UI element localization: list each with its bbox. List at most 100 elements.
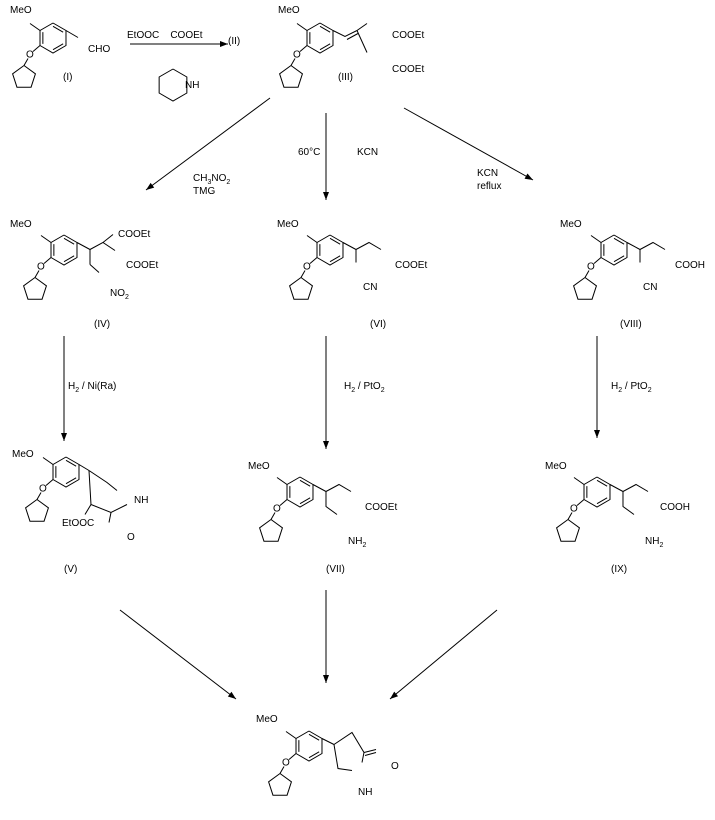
cmpd-product-oxo-double [364,752,377,756]
cmpd-product-aromatic-bond [308,751,320,759]
cmpd-IX-ether-bond [576,499,585,506]
reagent-to-VIII-reflux: reflux [477,181,501,192]
cmpd-IX-aromatic-bond [596,497,608,505]
cmpd-VI-aromatic-bond [329,255,341,263]
reagent-malonate: EtOOC COOEt [127,30,203,41]
cmpd-VIII-ether-o: O [587,262,595,273]
label-VII-ome: MeO [248,461,270,472]
label-IV-id: (IV) [94,319,110,330]
cmpd-VIII-aromatic-bond [613,237,625,245]
cmpd-I-aromatic-bond [52,43,64,51]
cmpd-VIII-ome-bond [590,235,602,243]
label-IV-ester1: COOEt [118,229,150,240]
cmpd-VIII-ether-c-bond [584,270,590,278]
cmpd-IX-aromatic-bond [596,479,608,487]
cmpd-product-lactam-a [333,731,365,763]
cmpd-VI-cyclopentane-ring [289,277,314,300]
reagent-to-IV-tmg: TMG [193,186,215,197]
piperidine-nh-label: NH [185,80,199,91]
label-VI-ester: COOEt [395,260,427,271]
label-V-ester: EtOOC [62,518,94,529]
cmpd-III-ester2-bond [356,30,368,53]
arrow-III-to-VIII-head [524,173,533,180]
cmpd-VI-chain [342,241,382,251]
cmpd-V-ome-bond [42,457,54,465]
cmpd-VI-ether-o: O [303,262,311,273]
label-IX-ome: MeO [545,461,567,472]
cmpd-IV-ether-c-bond [34,270,40,278]
label-V-id: (V) [64,564,77,575]
cmpd-VIII-cyclopentane-ring [573,277,598,300]
cmpd-product-cyclopentane-ring [268,773,293,796]
cmpd-III-ether-c-bond [290,58,296,66]
cmpd-I-ether-o: O [26,50,34,61]
cmpd-I-cho-bond [65,30,79,38]
label-VIII-cn: CN [643,282,657,293]
cmpd-V-oxo-bond [108,512,112,523]
reagent-to-VII: H2 / PtO2 [344,381,385,394]
cmpd-IX-cyclopentane-ring [556,519,581,542]
cmpd-IV-chain [76,234,114,251]
cmpd-product-aryl-bond [321,738,335,745]
cmpd-VIII-benzene-ring [600,234,628,266]
arrow-V-to-product [119,609,237,700]
cmpd-III-benzene-ring [306,22,334,54]
arrow-III-to-VIII [403,107,534,181]
cmpd-IX-ether-o: O [570,504,578,515]
label-III-ester1: COOEt [392,30,424,41]
label-V-nh: NH [134,495,148,506]
label-V-oxo: O [127,532,135,543]
cmpd-IX-ome-bond [573,477,585,485]
cmpd-VIII-aromatic-bond [613,255,625,263]
cmpd-VII-ether-c-bond [270,512,276,520]
arrow-step1-head [220,41,228,47]
cmpd-VI-ether-c-bond [300,270,306,278]
cmpd-VII-ether-o: O [273,504,281,515]
cmpd-VI-ether-bond [309,257,318,264]
intermediate-II-label: (II) [228,36,240,47]
cmpd-I-benzene-ring [39,22,67,54]
label-VIII-acid: COOH [675,260,705,271]
cmpd-VII-aromatic-bond [299,479,311,487]
cmpd-VII-cyclopentane-ring [259,519,284,542]
cmpd-I-aromatic-bond [52,25,64,33]
cmpd-V-lactam-ring-a [88,470,118,491]
label-VI-ome: MeO [277,219,299,230]
cmpd-IV-ome-bond [40,235,52,243]
label-product-oxo: O [391,761,399,772]
reagent-to-V: H2 / Ni(Ra) [68,381,116,394]
arrow-IX-to-product-head [390,691,399,699]
arrow-V-to-product-head [227,691,236,699]
cmpd-V-benzene-ring [52,456,80,488]
cmpd-IV-aromatic-bond [63,255,75,263]
label-product-nh: NH [358,787,372,798]
cmpd-III-alkene-chain [332,30,358,38]
label-IV-no2: NO2 [110,288,129,301]
cmpd-product-ether-c-bond [279,766,285,774]
cmpd-VII-benzene-ring [286,476,314,508]
reagent-to-VI-kcn: KCN [357,147,378,158]
label-IX-acid: COOH [660,502,690,513]
cmpd-product-benzene-ring [295,730,323,762]
arrow-IV-to-V-head [61,433,67,441]
cmpd-III-alkene-double [346,33,359,40]
reagent-to-VI-temp: 60°C [298,147,320,158]
label-VIII-ome: MeO [560,219,582,230]
label-VI-cn: CN [363,282,377,293]
arrow-IX-to-product [389,609,498,700]
label-VIII-id: (VIII) [620,319,642,330]
cmpd-IV-cyclopentane-ring [23,277,48,300]
cmpd-IX-ether-c-bond [567,512,573,520]
cmpd-VI-aromatic-bond [329,237,341,245]
cmpd-I-ether-bond [32,45,41,52]
cmpd-III-ether-o: O [293,50,301,61]
label-IX-id: (IX) [611,564,627,575]
cmpd-VII-amine-chain [325,491,338,515]
cmpd-V-ether-bond [45,479,54,486]
cmpd-VIII-chain [626,241,666,251]
arrow-VII-to-product-head [323,675,329,683]
reagent-to-IV: CH3NO2 [193,173,230,186]
label-product-ome: MeO [256,714,278,725]
